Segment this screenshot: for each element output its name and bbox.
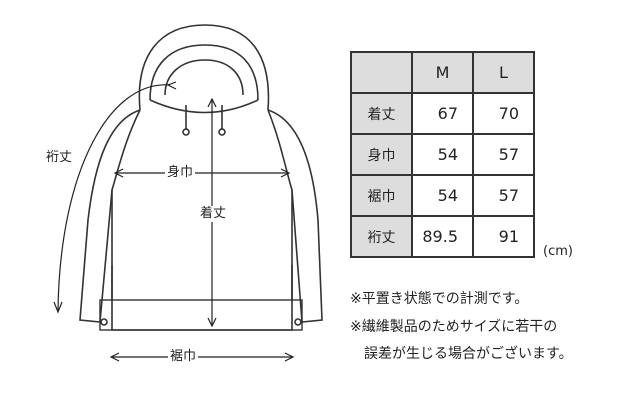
- unit-label: (cm): [543, 244, 573, 259]
- body-width-label: 身巾: [165, 165, 196, 181]
- row-label: 裄丈: [350, 215, 413, 258]
- cell: 91: [472, 215, 535, 258]
- hem-width-label: 裾巾: [168, 349, 199, 365]
- note-variance: ※繊維製品のためサイズに若干の: [350, 319, 558, 335]
- column-header: M: [411, 51, 474, 94]
- table-row: 裾巾 54 57: [350, 174, 535, 217]
- note-measurement: ※平置き状態での計測です。: [350, 291, 529, 307]
- cell: 57: [472, 174, 535, 217]
- cell: 89.5: [411, 215, 474, 258]
- cell: 54: [411, 133, 474, 176]
- row-label: 裾巾: [350, 174, 413, 217]
- cell: 57: [472, 133, 535, 176]
- cell: 54: [411, 174, 474, 217]
- table-header-row: M L: [350, 51, 535, 94]
- row-label: 着丈: [350, 92, 413, 135]
- table-row: 身巾 54 57: [350, 133, 535, 176]
- table-row: 着丈 67 70: [350, 92, 535, 135]
- size-table: M L 着丈 67 70 身巾 54 57 裾巾 54 57 裄丈 89.5 9…: [350, 51, 535, 258]
- cell: 67: [411, 92, 474, 135]
- length-label: 着丈: [198, 206, 229, 222]
- table-row: 裄丈 89.5 91: [350, 215, 535, 258]
- note-variance-cont: 誤差が生じる場合がございます。: [364, 346, 573, 362]
- sleeve-length-label: 裄丈: [44, 150, 75, 166]
- row-label: 身巾: [350, 133, 413, 176]
- cell: 70: [472, 92, 535, 135]
- corner-cell: [350, 51, 413, 94]
- column-header: L: [472, 51, 535, 94]
- hoodie-diagram: [53, 24, 323, 362]
